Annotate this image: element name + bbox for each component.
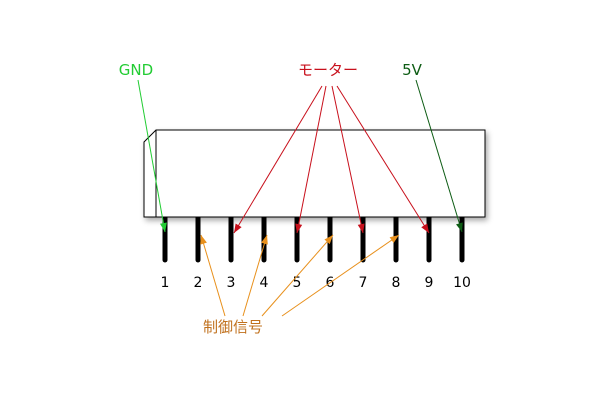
pin-number-3: 3	[227, 275, 236, 291]
connector-body	[143, 129, 486, 218]
pin-number-9: 9	[425, 275, 434, 291]
control-signal-label: 制御信号	[203, 318, 263, 336]
pin-number-2: 2	[194, 275, 203, 291]
pin-number-7: 7	[359, 275, 368, 291]
control-arrow-pin-2-head	[200, 235, 207, 245]
pin-number-8: 8	[392, 275, 401, 291]
motor-arrow-pin-9-head	[421, 223, 429, 233]
motor-label: モーター	[298, 61, 358, 79]
pin-number-10: 10	[453, 275, 471, 291]
5v-arrow-pin-10-head	[456, 222, 463, 232]
control-arrow-pin-2	[200, 234, 226, 317]
gnd-label: GND	[119, 61, 153, 79]
pin-number-1: 1	[161, 275, 170, 291]
5v-label: 5V	[402, 61, 423, 79]
pin-number-5: 5	[293, 275, 302, 291]
gnd-arrow-pin-1-head	[159, 222, 167, 232]
motor-arrow-pin-7	[331, 85, 364, 234]
motor-arrow-pin-5	[296, 85, 327, 234]
control-arrow-pin-6-head	[324, 235, 333, 245]
motor-arrow-pin-9	[336, 85, 430, 234]
pin-number-4: 4	[260, 275, 269, 291]
control-arrow-pin-8-head	[389, 235, 399, 244]
control-arrow-pin-4-head	[261, 235, 268, 245]
motor-arrow-pin-7-head	[357, 223, 365, 233]
5v-arrow-pin-10	[415, 79, 463, 233]
control-arrow-pin-8	[281, 234, 400, 317]
motor-arrow-pin-5-head	[295, 223, 303, 233]
control-arrow-pin-4	[242, 234, 268, 317]
control-arrow-pin-6	[261, 234, 334, 317]
motor-arrow-pin-3	[233, 85, 323, 234]
motor-arrow-pin-3-head	[234, 223, 242, 233]
gnd-arrow-pin-1	[137, 79, 166, 233]
